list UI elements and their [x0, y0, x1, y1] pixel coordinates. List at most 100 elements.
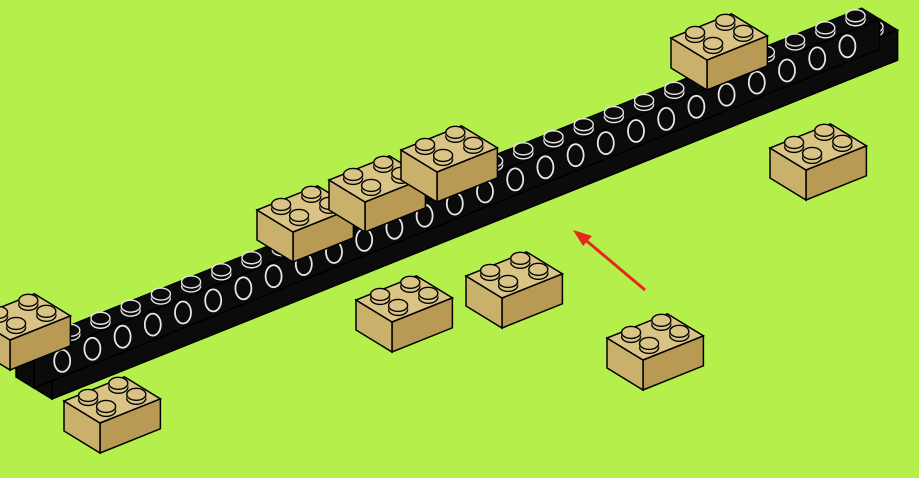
front-technic-beam-stud-top — [816, 22, 835, 34]
left-rear-tan-brick-stud-top — [19, 294, 38, 306]
front-technic-beam-stud — [574, 119, 593, 135]
loose-brick-stud-top — [670, 325, 689, 337]
center-front-tan-brick-2-stud-top — [511, 252, 530, 264]
front-technic-beam-stud-top — [574, 119, 593, 131]
center-front-tan-brick-2-stud — [529, 263, 548, 279]
right-rear-tan-brick-stud — [686, 26, 705, 42]
loose-brick-stud — [640, 337, 659, 353]
left-front-tan-brick-stud-top — [109, 377, 128, 389]
center-rear-tan-brick-1-stud-top — [272, 198, 291, 210]
front-technic-beam-stud — [91, 312, 110, 328]
front-technic-beam-stud — [786, 34, 805, 50]
center-front-tan-brick-2-stud — [481, 264, 500, 280]
front-technic-beam-stud-top — [544, 131, 563, 143]
center-rear-tan-brick-2-stud-top — [344, 168, 363, 180]
front-technic-beam-stud — [151, 288, 170, 304]
center-front-tan-brick-1-stud-top — [401, 276, 420, 288]
front-technic-beam-stud — [514, 143, 533, 159]
right-rear-tan-brick-stud — [734, 25, 753, 41]
left-front-tan-brick-stud — [97, 400, 116, 416]
front-technic-beam-stud-top — [846, 10, 865, 22]
loose-brick-stud — [622, 326, 641, 342]
loose-brick-stud-top — [622, 326, 641, 338]
front-technic-beam-stud — [242, 252, 261, 268]
loose-brick-stud — [670, 325, 689, 341]
center-front-tan-brick-1-stud-top — [371, 288, 390, 300]
left-front-tan-brick-stud — [79, 389, 98, 405]
center-front-tan-brick-2-stud-top — [499, 275, 518, 287]
center-rear-tan-brick-2-stud-top — [374, 156, 393, 168]
front-technic-beam-stud-top — [151, 288, 170, 300]
right-front-tan-brick-stud-top — [833, 135, 852, 147]
center-rear-tan-brick-3-stud-top — [446, 126, 465, 138]
left-front-tan-brick-stud — [109, 377, 128, 393]
right-front-tan-brick-stud — [803, 147, 822, 163]
center-rear-tan-brick-3-stud-top — [464, 137, 483, 149]
center-front-tan-brick-1-stud — [419, 287, 438, 303]
center-front-tan-brick-2-stud-top — [481, 264, 500, 276]
front-technic-beam-stud — [604, 107, 623, 123]
left-front-tan-brick-stud-top — [127, 388, 146, 400]
front-technic-beam-stud-top — [514, 143, 533, 155]
front-technic-beam-stud — [212, 264, 231, 280]
right-rear-tan-brick-stud-top — [716, 14, 735, 26]
front-technic-beam-stud — [544, 131, 563, 147]
front-technic-beam-stud — [635, 94, 654, 110]
center-front-tan-brick-2-stud — [499, 275, 518, 291]
left-rear-tan-brick-stud — [19, 294, 38, 310]
front-technic-beam-stud — [816, 22, 835, 38]
right-front-tan-brick-stud — [815, 124, 834, 140]
front-technic-beam-stud — [182, 276, 201, 292]
center-rear-tan-brick-1-stud-top — [290, 209, 309, 221]
front-technic-beam-stud-top — [121, 300, 140, 312]
center-rear-tan-brick-3-stud-top — [416, 138, 435, 150]
front-technic-beam-stud-top — [665, 82, 684, 94]
left-rear-tan-brick-stud — [0, 306, 8, 322]
center-rear-tan-brick-1-stud-top — [302, 186, 321, 198]
right-front-tan-brick-stud — [833, 135, 852, 151]
center-rear-tan-brick-3-stud — [434, 149, 453, 165]
left-front-tan-brick-stud-top — [79, 389, 98, 401]
front-technic-beam-stud — [121, 300, 140, 316]
right-rear-tan-brick-stud-top — [686, 26, 705, 38]
left-rear-tan-brick-stud — [37, 305, 56, 321]
loose-brick-stud-top — [640, 337, 659, 349]
center-front-tan-brick-2-stud — [511, 252, 530, 268]
center-front-tan-brick-2-stud-top — [529, 263, 548, 275]
right-rear-tan-brick-stud-top — [704, 37, 723, 49]
right-rear-tan-brick-stud — [716, 14, 735, 30]
center-rear-tan-brick-1-stud — [272, 198, 291, 214]
center-rear-tan-brick-2-stud — [362, 179, 381, 195]
front-technic-beam-stud-top — [212, 264, 231, 276]
center-rear-tan-brick-1-stud — [290, 209, 309, 225]
left-rear-tan-brick-stud-top — [7, 317, 26, 329]
front-technic-beam-stud — [846, 10, 865, 26]
front-technic-beam-stud-top — [242, 252, 261, 264]
front-technic-beam-stud-top — [786, 34, 805, 46]
center-rear-tan-brick-3-stud-top — [434, 149, 453, 161]
center-rear-tan-brick-3-stud — [416, 138, 435, 154]
left-rear-tan-brick-stud — [7, 317, 26, 333]
left-rear-tan-brick-stud-top — [37, 305, 56, 317]
center-front-tan-brick-1-stud — [389, 299, 408, 315]
center-front-tan-brick-1-stud-top — [389, 299, 408, 311]
center-rear-tan-brick-2-stud — [344, 168, 363, 184]
center-rear-tan-brick-1-stud — [302, 186, 321, 202]
front-technic-beam-stud-top — [604, 107, 623, 119]
center-front-tan-brick-1-stud — [371, 288, 390, 304]
right-front-tan-brick-stud-top — [785, 136, 804, 148]
right-front-tan-brick-stud — [785, 136, 804, 152]
right-rear-tan-brick-stud — [704, 37, 723, 53]
loose-brick-stud-top — [652, 314, 671, 326]
center-rear-tan-brick-2-stud-top — [362, 179, 381, 191]
left-front-tan-brick-stud — [127, 388, 146, 404]
center-front-tan-brick-1-stud-top — [419, 287, 438, 299]
front-technic-beam-stud-top — [182, 276, 201, 288]
left-front-tan-brick-stud-top — [97, 400, 116, 412]
front-technic-beam-stud-top — [635, 94, 654, 106]
center-rear-tan-brick-2-stud — [374, 156, 393, 172]
center-rear-tan-brick-3-stud — [446, 126, 465, 142]
front-technic-beam-stud — [665, 82, 684, 98]
right-front-tan-brick-stud-top — [803, 147, 822, 159]
